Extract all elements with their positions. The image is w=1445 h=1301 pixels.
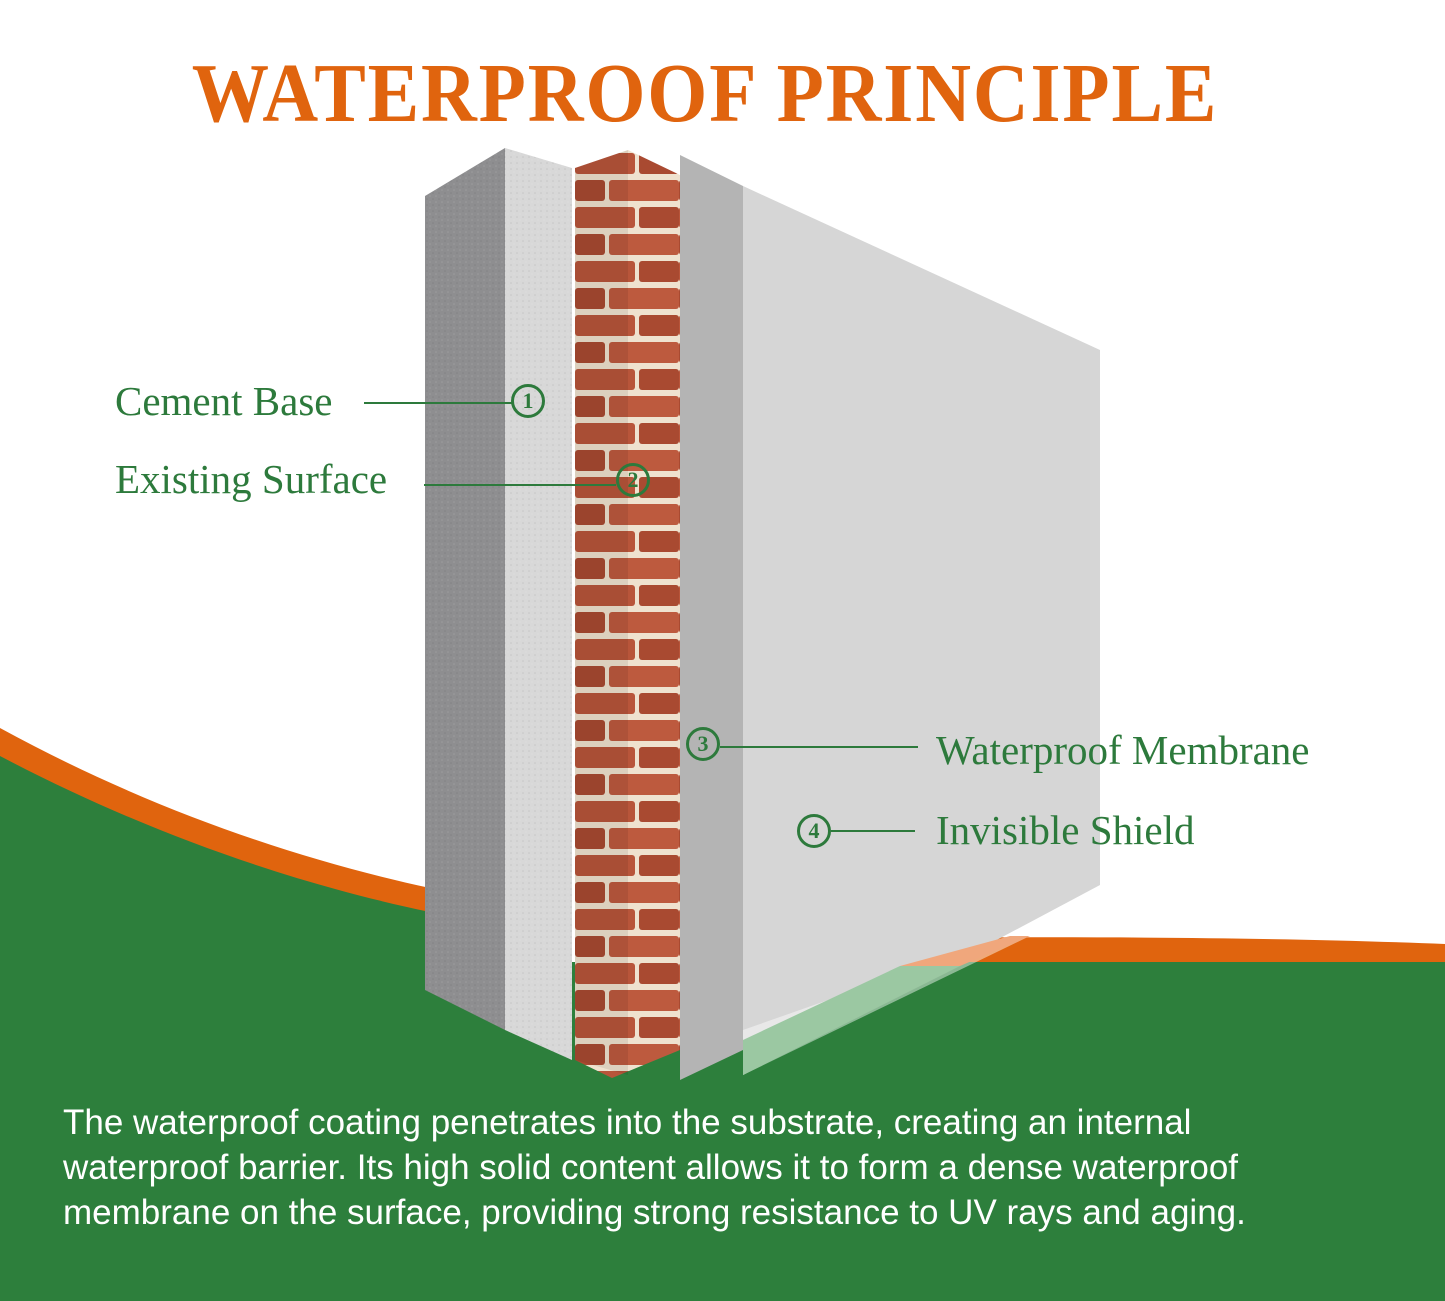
- label-invisible-shield: Invisible Shield: [936, 807, 1195, 853]
- shield-layer: [743, 186, 1100, 1075]
- description-line-3: membrane on the surface, providing stron…: [63, 1193, 1246, 1232]
- number-badge-1: 1: [511, 384, 545, 418]
- membrane-layer: [680, 155, 743, 1080]
- number-badge-4: 4: [797, 814, 831, 848]
- brick-wall: [575, 150, 680, 1078]
- leader-line-4: [831, 830, 915, 832]
- number-badge-3: 3: [686, 727, 720, 761]
- page-title: WATERPROOF PRINCIPLE: [191, 47, 1219, 140]
- label-cement-base: Cement Base: [115, 378, 333, 424]
- description-line-2: waterproof barrier. Its high solid conte…: [63, 1148, 1239, 1187]
- label-existing-surface: Existing Surface: [115, 456, 388, 502]
- description-text: The waterproof coating penetrates into t…: [63, 1100, 1423, 1235]
- description-line-1: The waterproof coating penetrates into t…: [63, 1103, 1192, 1142]
- leader-line-3: [720, 746, 918, 748]
- label-waterproof-membrane: Waterproof Membrane: [936, 727, 1310, 773]
- leader-line-1: [364, 402, 512, 404]
- number-badge-2: 2: [616, 463, 650, 497]
- leader-line-2: [424, 484, 616, 486]
